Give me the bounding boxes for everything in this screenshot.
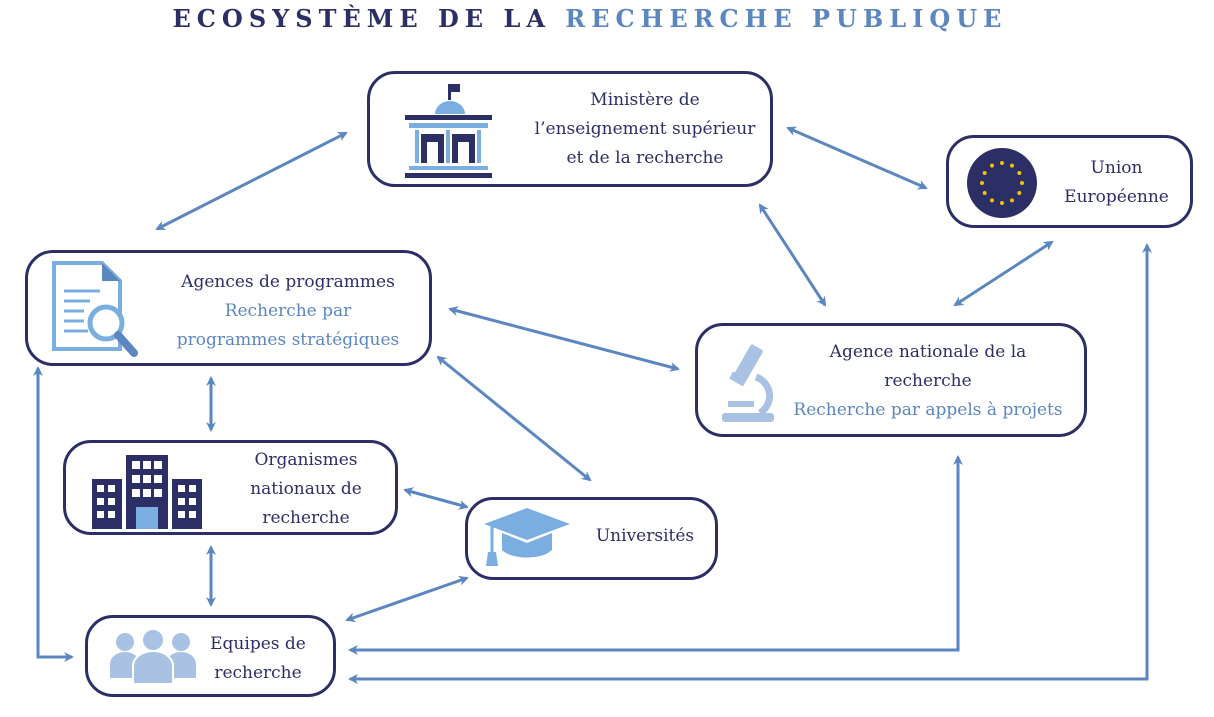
title-part-1: ECOSYSTÈME DE LA [172, 4, 551, 33]
node-anr: Agence nationale de la recherche Recherc… [695, 323, 1087, 437]
node-label: Ministère de [590, 90, 700, 110]
microscope-icon [722, 344, 774, 422]
eu-star-icon [990, 198, 994, 203]
node-equipes: Equipes de recherche [85, 615, 336, 697]
arrow-equipes-ue [348, 243, 1152, 684]
node-title: Agences de programmes [181, 272, 395, 292]
graduation-cap-icon [484, 508, 570, 566]
arrow-agences-universites [436, 355, 592, 482]
eu-star-icon [1020, 181, 1024, 185]
node-title: Agence nationale de la [829, 342, 1027, 362]
arrow-ministere-anr [758, 203, 827, 307]
node-subtitle: Recherche par appels à projets [793, 400, 1063, 420]
arrow-universites-equipes [345, 575, 469, 623]
node-label: nationaux de [250, 479, 362, 499]
node-label: recherche [214, 663, 302, 683]
arrow-agences-anr [448, 306, 680, 372]
node-subtitle: programmes stratégiques [176, 330, 400, 350]
eu-star-icon [982, 191, 987, 195]
diagram-title: ECOSYSTÈME DE LA RECHERCHE PUBLIQUE [0, 4, 1180, 33]
eu-star-icon [1000, 201, 1004, 205]
eu-star-icon [1017, 171, 1022, 175]
eu-star-icon [1000, 161, 1004, 165]
node-ministere: Ministère de l’enseignement supérieur et… [367, 71, 773, 187]
node-universites: Universités [465, 497, 718, 580]
node-label: et de la recherche [566, 148, 724, 168]
node-label: recherche [262, 508, 350, 528]
team-icon [110, 628, 196, 685]
node-organismes: Organismes nationaux de recherche [63, 440, 398, 535]
arrow-organismes-universites [403, 487, 469, 510]
node-label: Equipes de [210, 634, 306, 654]
arrow-anr-ue [953, 240, 1054, 307]
node-label: Européenne [1064, 187, 1169, 207]
arrow-ministere-agences [155, 131, 348, 231]
office-building-icon [92, 455, 202, 529]
node-label: Union [1090, 158, 1143, 178]
government-building-icon [405, 84, 492, 178]
title-part-2: RECHERCHE PUBLIQUE [565, 4, 1008, 33]
eu-star-icon [980, 181, 984, 185]
node-label: l’enseignement supérieur [534, 119, 756, 139]
eu-star-icon [1017, 191, 1022, 195]
node-subtitle: Recherche par [224, 301, 352, 321]
document-search-icon [52, 261, 138, 357]
node-union-europeenne: Union Européenne [946, 135, 1193, 228]
eu-flag-icon [967, 148, 1037, 218]
eu-star-icon [1010, 198, 1014, 203]
eu-star-icon [990, 163, 994, 168]
node-title: recherche [884, 371, 972, 391]
node-label: Universités [595, 526, 695, 546]
eu-star-icon [1010, 163, 1014, 168]
node-label: Organismes [254, 450, 358, 470]
eu-star-icon [982, 171, 987, 175]
arrow-agences-equipes [33, 366, 74, 662]
node-agences-programmes: Agences de programmes Recherche par prog… [25, 250, 432, 366]
arrow-ministere-ue [786, 126, 928, 190]
